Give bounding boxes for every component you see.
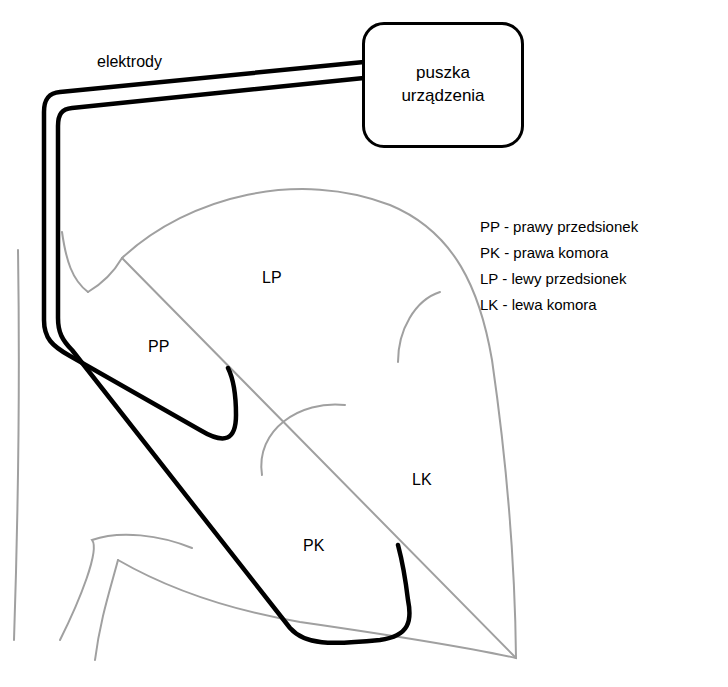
vena-cava xyxy=(60,535,192,640)
valve-arc xyxy=(261,404,345,475)
septum-line xyxy=(122,258,516,658)
ventricular-lead xyxy=(58,78,410,643)
vena-cava xyxy=(62,232,88,292)
chamber-label: PP xyxy=(148,337,169,356)
lead-label: elektrody xyxy=(97,52,162,71)
vena-cava xyxy=(88,258,122,292)
legend-key-text: PK - prawa komora xyxy=(480,244,608,262)
node-text: puszka urządzenia xyxy=(373,62,513,108)
chamber-label: LK xyxy=(412,470,432,489)
legend-key-text: LP - lewy przedsionek xyxy=(480,270,626,288)
device-box: puszka urządzenia xyxy=(362,22,524,148)
legend-key-text: LK - lewa komora xyxy=(480,296,597,314)
vena-cava xyxy=(14,250,19,640)
legend-key-text: PP - prawy przedsionek xyxy=(480,218,638,236)
chamber-label: PK xyxy=(303,536,324,555)
chamber-label: LP xyxy=(262,268,282,287)
vena-cava xyxy=(95,560,118,660)
atrial-lead xyxy=(44,62,364,438)
heart-outline xyxy=(118,189,516,658)
valve-arc xyxy=(398,292,440,362)
